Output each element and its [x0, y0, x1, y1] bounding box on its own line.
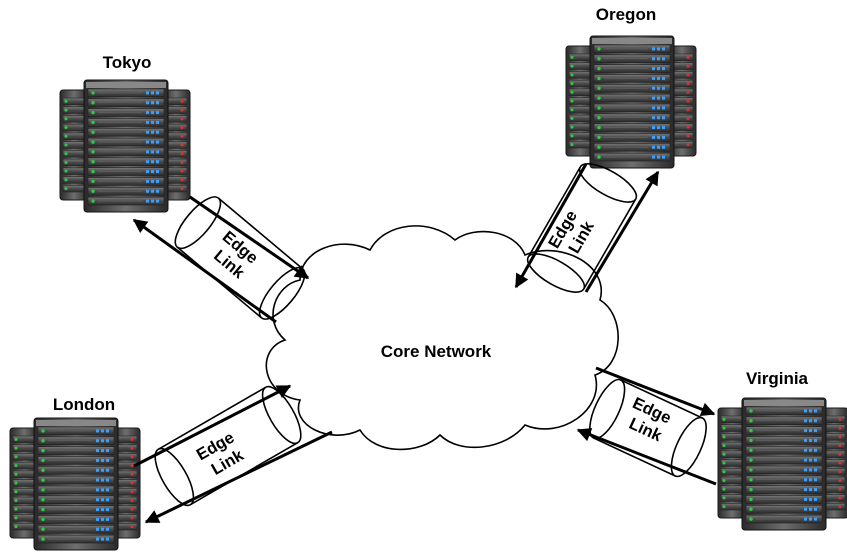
svg-text:Edge Link: Edge Link: [194, 426, 252, 481]
edge-link-virginia: Edge Link: [576, 366, 717, 486]
arrow-tokyo-out: [189, 195, 310, 280]
arrow-oregon-out: [584, 170, 660, 293]
site-label-tokyo: Tokyo: [103, 53, 152, 72]
server-tokyo: [59, 79, 191, 213]
arrow-oregon-in: [514, 163, 588, 289]
arrow-london-in: [144, 430, 333, 524]
arrow-virginia-in: [576, 428, 717, 486]
core-network-cloud: Core Network: [265, 225, 619, 451]
site-label-oregon: Oregon: [596, 5, 656, 24]
server-oregon: [565, 35, 697, 169]
core-network-label: Core Network: [381, 342, 492, 361]
site-label-virginia: Virginia: [746, 369, 809, 388]
arrow-virginia-out: [595, 366, 716, 416]
site-label-london: London: [53, 395, 115, 414]
server-virginia: [717, 397, 847, 531]
arrow-london-out: [133, 384, 292, 468]
arrow-tokyo-in: [132, 218, 277, 324]
server-london: [9, 417, 141, 551]
